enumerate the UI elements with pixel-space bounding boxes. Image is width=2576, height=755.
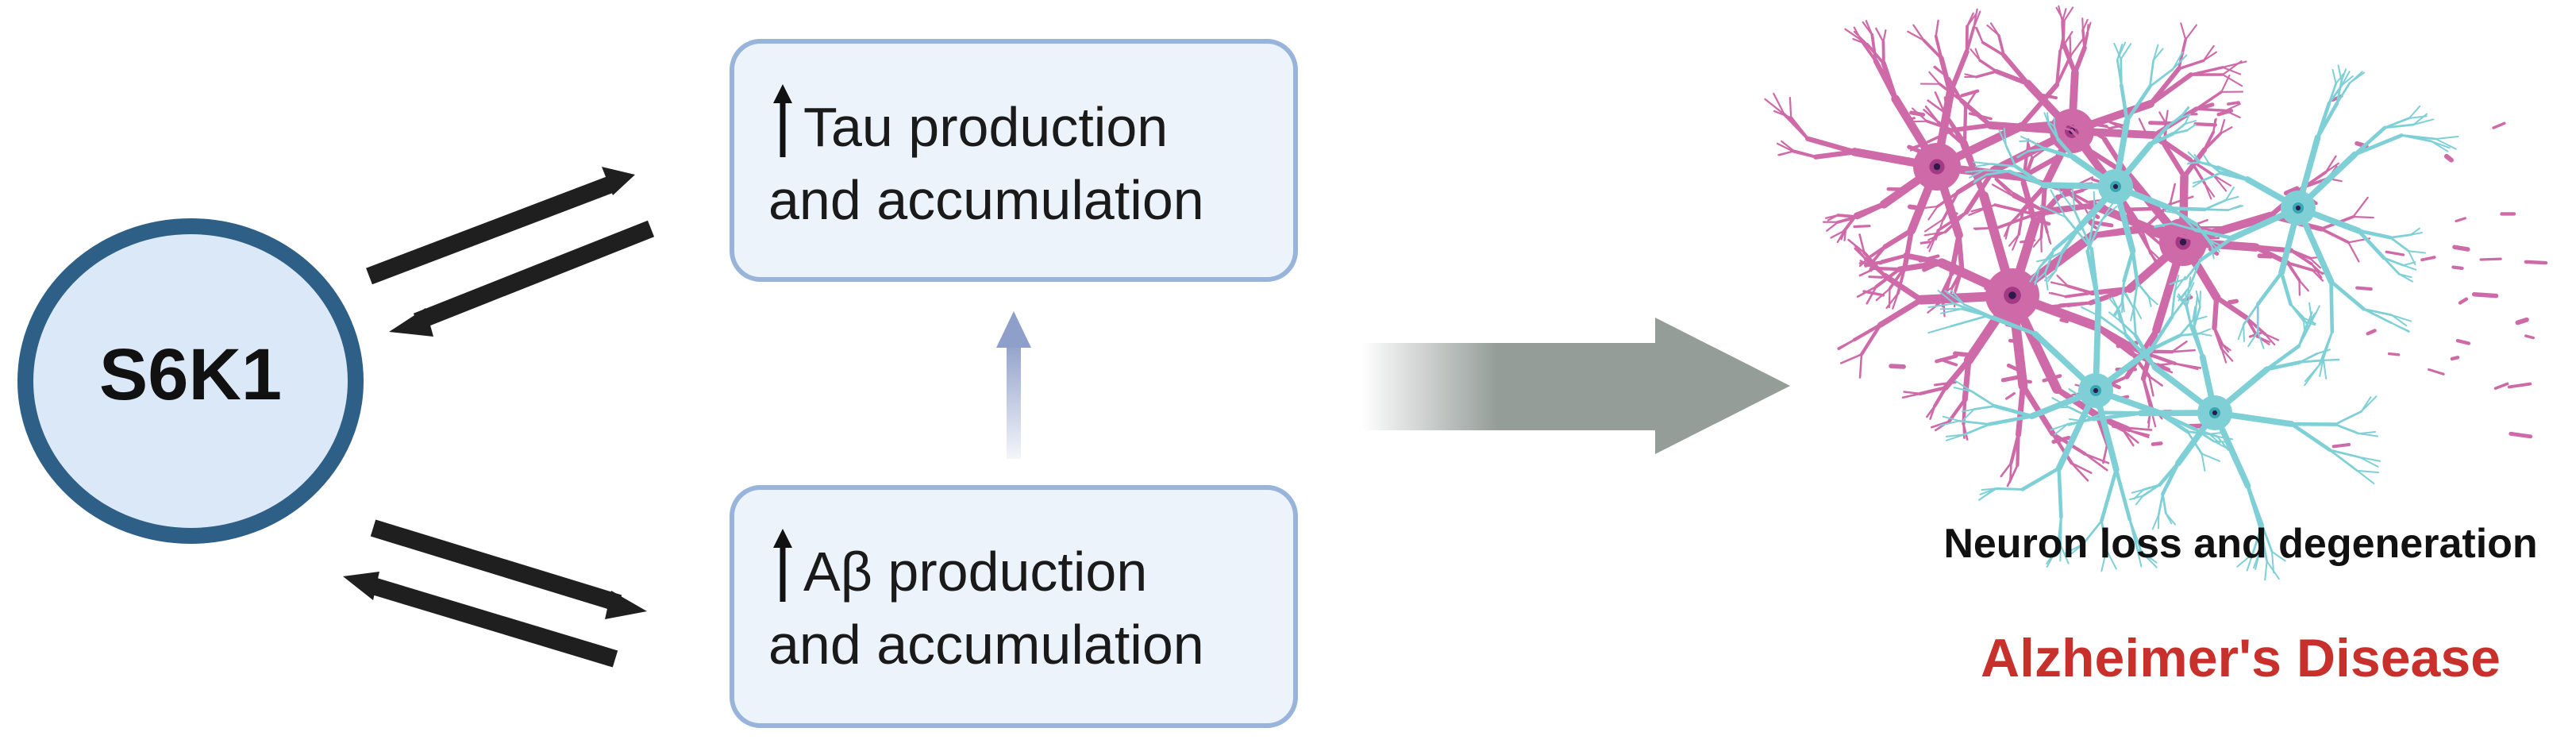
tau-line-1-text: Tau production bbox=[803, 96, 1169, 158]
tau-line-1: Tau production bbox=[768, 84, 1204, 164]
arrow-abeta-to-s6k1 bbox=[343, 572, 618, 668]
abeta-box bbox=[730, 485, 1298, 728]
tau-box-text: Tau production and accumulation bbox=[768, 84, 1204, 237]
arrow-s6k1-to-tau bbox=[366, 167, 635, 285]
gradient-arrow-icon bbox=[1361, 318, 1790, 454]
arrow-abeta-to-tau bbox=[996, 311, 1031, 459]
neuron-loss-caption: Neuron loss and degeneration bbox=[1943, 521, 2538, 567]
neuron-cluster-icon bbox=[1764, 5, 2548, 581]
up-arrow-icon bbox=[768, 84, 803, 157]
abeta-box-text: Aβ production and accumulation bbox=[768, 529, 1204, 681]
tau-box bbox=[730, 39, 1298, 282]
s6k1-label: S6K1 bbox=[98, 334, 283, 415]
disease-label: Alzheimer's Disease bbox=[1981, 628, 2501, 688]
abeta-line-2: and accumulation bbox=[768, 614, 1204, 676]
tau-line-2: and accumulation bbox=[768, 169, 1204, 231]
up-arrow-icon bbox=[768, 529, 803, 602]
abeta-line-1-text: Aβ production bbox=[803, 541, 1148, 603]
arrow-s6k1-to-abeta bbox=[370, 519, 647, 619]
arrow-tau-to-s6k1 bbox=[389, 220, 655, 337]
s6k1-node bbox=[17, 218, 364, 544]
abeta-line-1: Aβ production bbox=[768, 529, 1204, 608]
